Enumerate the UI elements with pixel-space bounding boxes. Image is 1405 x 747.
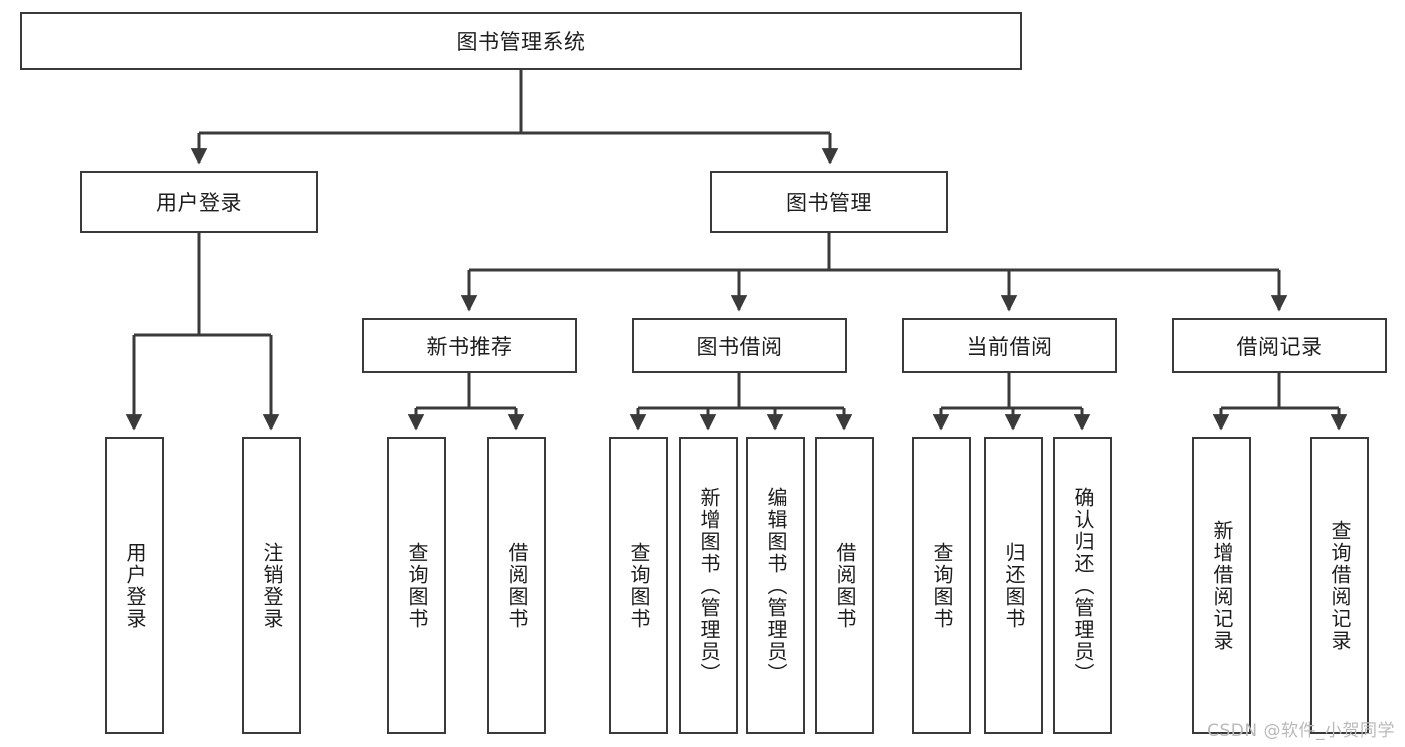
node-leaf-confirm-return[interactable]: 确认归还（管理员） — [1053, 437, 1112, 734]
node-book-borrow[interactable]: 图书借阅 — [632, 318, 847, 373]
node-leaf-borrow-book-recommend[interactable]: 借阅图书 — [487, 437, 546, 734]
node-leaf-query-borrow-record[interactable]: 查询借阅记录 — [1310, 437, 1369, 734]
node-leaf-add-book-label: 新增图书（管理员） — [697, 486, 721, 685]
node-leaf-user-login[interactable]: 用户登录 — [105, 437, 164, 734]
node-leaf-add-borrow-record[interactable]: 新增借阅记录 — [1192, 437, 1251, 734]
watermark-text: CSDN @软件_小贺同学 — [1207, 721, 1395, 741]
node-leaf-query-book-current-label: 查询图书 — [930, 541, 954, 630]
node-leaf-borrow-book[interactable]: 借阅图书 — [815, 437, 874, 734]
node-root[interactable]: 图书管理系统 — [20, 12, 1022, 70]
node-leaf-borrow-book-recommend-label: 借阅图书 — [505, 541, 529, 630]
node-leaf-edit-book-label: 编辑图书（管理员） — [764, 486, 788, 685]
node-borrow-records-label: 借阅记录 — [1236, 334, 1323, 359]
node-leaf-user-logout[interactable]: 注销登录 — [242, 437, 301, 734]
node-user-login-label: 用户登录 — [156, 191, 242, 215]
node-leaf-query-book-recommend[interactable]: 查询图书 — [387, 437, 446, 734]
node-leaf-borrow-book-label: 借阅图书 — [833, 541, 857, 630]
node-leaf-query-book-borrow[interactable]: 查询图书 — [609, 437, 668, 734]
node-leaf-return-book[interactable]: 归还图书 — [984, 437, 1043, 734]
node-leaf-confirm-return-label: 确认归还（管理员） — [1071, 486, 1095, 685]
node-new-book-recommend-label: 新书推荐 — [426, 334, 513, 359]
node-book-management[interactable]: 图书管理 — [710, 171, 948, 233]
node-leaf-query-book-borrow-label: 查询图书 — [627, 541, 651, 630]
node-new-book-recommend[interactable]: 新书推荐 — [362, 318, 577, 373]
node-leaf-add-book[interactable]: 新增图书（管理员） — [679, 437, 738, 734]
node-root-label: 图书管理系统 — [456, 30, 586, 54]
node-book-management-label: 图书管理 — [786, 191, 872, 215]
node-leaf-query-book-recommend-label: 查询图书 — [405, 541, 429, 630]
node-leaf-query-book-current[interactable]: 查询图书 — [912, 437, 971, 734]
node-leaf-query-borrow-record-label: 查询借阅记录 — [1328, 519, 1352, 652]
node-current-borrow[interactable]: 当前借阅 — [902, 318, 1117, 373]
node-borrow-records[interactable]: 借阅记录 — [1172, 318, 1387, 373]
node-leaf-add-borrow-record-label: 新增借阅记录 — [1210, 519, 1234, 652]
node-leaf-return-book-label: 归还图书 — [1002, 541, 1026, 630]
node-leaf-edit-book[interactable]: 编辑图书（管理员） — [746, 437, 805, 734]
node-leaf-user-logout-label: 注销登录 — [260, 541, 284, 630]
node-book-borrow-label: 图书借阅 — [696, 334, 783, 359]
node-leaf-user-login-label: 用户登录 — [123, 541, 147, 630]
node-user-login[interactable]: 用户登录 — [80, 171, 318, 233]
node-current-borrow-label: 当前借阅 — [966, 334, 1053, 359]
